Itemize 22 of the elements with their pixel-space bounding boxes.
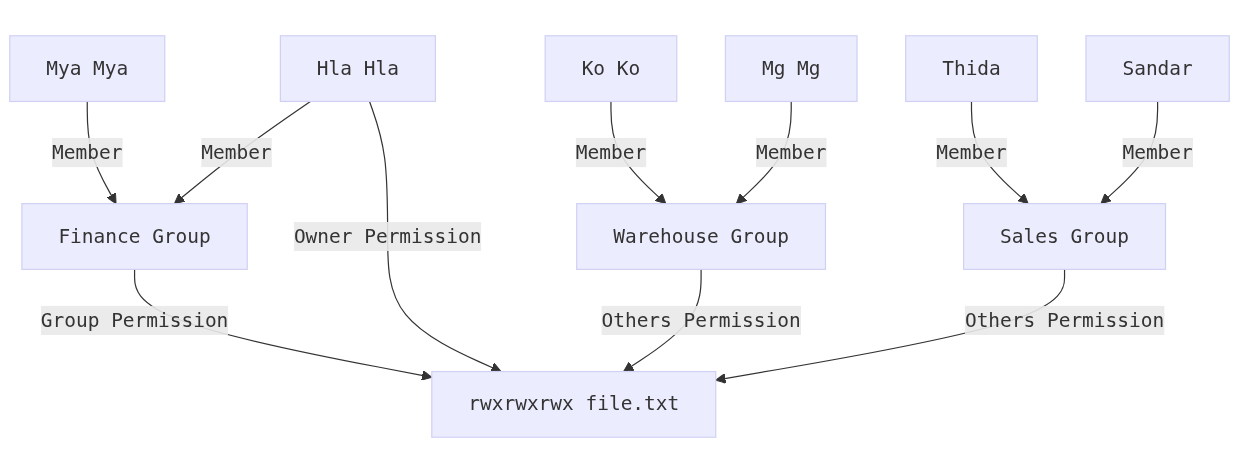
node-box: Mg Mg bbox=[724, 35, 858, 103]
edge-label: Group Permission bbox=[40, 308, 229, 332]
arrow bbox=[368, 100, 502, 373]
edge-label: Member bbox=[936, 140, 1007, 164]
edge-label: Member bbox=[52, 140, 123, 164]
node-box: Sales Group bbox=[963, 203, 1167, 270]
node-box: Finance Group bbox=[21, 203, 248, 270]
edge-label: Owner Permission bbox=[293, 224, 482, 248]
node-box: rwxrwxrwx file.txt bbox=[431, 370, 717, 438]
node-box: Mya Mya bbox=[9, 35, 166, 103]
node-box: Warehouse Group bbox=[576, 203, 827, 270]
node-box: Thida bbox=[905, 35, 1038, 103]
edge-label: Member bbox=[756, 140, 827, 164]
arrow bbox=[173, 100, 311, 205]
edge-label: Member bbox=[201, 140, 272, 164]
node-box: Sandar bbox=[1085, 35, 1230, 103]
edge-label: Others Permission bbox=[964, 308, 1165, 332]
node-box: Ko Ko bbox=[544, 35, 678, 103]
edge-label: Member bbox=[1122, 140, 1193, 164]
edge-label: Others Permission bbox=[601, 308, 801, 332]
edge-label: Member bbox=[575, 140, 647, 164]
node-box: Hla Hla bbox=[279, 35, 437, 103]
